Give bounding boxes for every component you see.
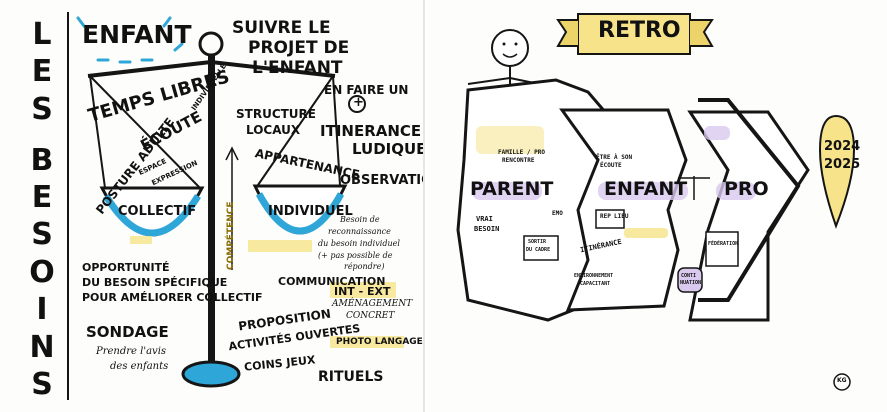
vertical-title-letter: B (30, 142, 54, 178)
vertical-title-letter: N (29, 329, 55, 365)
etre-line1: ÊTRE À SON (596, 154, 633, 161)
structure: STRUCTURE (236, 107, 316, 121)
retro-drawing (456, 13, 856, 391)
communication: COMMUNICATION (278, 275, 386, 288)
vertical-title-letter: S (31, 217, 53, 253)
note-line3: du besoin individuel (318, 239, 400, 248)
capacitant: CAPACITANT (580, 281, 611, 287)
signature: KG (837, 377, 847, 384)
photo-langage: PHOTO LANGAGE (336, 337, 423, 347)
suivre-line1: SUIVRE LE (232, 18, 331, 38)
note-line5: répondre) (344, 262, 385, 271)
enfant-label: ENFANT (604, 178, 688, 200)
vertical-title-letter (41, 132, 43, 138)
note-line1: Besoin de (340, 215, 380, 224)
parent-label: PARENT (470, 178, 554, 200)
scale-pole (208, 55, 215, 370)
retro-title: RETRO (598, 18, 681, 43)
prendre-line2: des enfants (110, 361, 169, 372)
year-start: 2024 (824, 139, 861, 154)
vertical-title-letter: O (29, 254, 55, 290)
vertical-title-letter: E (31, 179, 53, 215)
nuation: NUATION (680, 280, 702, 286)
note-line4: (+ pas possible de (318, 251, 393, 260)
concret: CONCRET (346, 311, 395, 321)
rituels: RITUELS (318, 369, 384, 385)
prendre-line1: Prendre l'avis (96, 346, 167, 357)
signature-sun (833, 373, 851, 391)
famille-line2: RENCONTRE (502, 157, 535, 164)
vertical-title-letter: S (31, 91, 53, 127)
pan-collectif: COLLECTIF (118, 204, 197, 219)
suivre-line2: PROJET DE (248, 38, 350, 58)
competence: COMPÉTENCE (226, 201, 236, 270)
vertical-title-letter: E (31, 54, 53, 90)
amenagement: AMÉNAGEMENT (332, 299, 413, 309)
pro-section (687, 110, 810, 322)
year-end: 2025 (824, 157, 861, 172)
itinerance: ITINERANCE (320, 122, 422, 140)
int-ext: INT - EXT (334, 285, 391, 298)
vertical-title-letter: L (32, 17, 52, 52)
enfant-title: ENFANT (82, 20, 192, 49)
en-faire-un: EN FAIRE UN (324, 83, 409, 97)
environnement: ENVIRONNEMENT (574, 273, 614, 279)
year-pin (818, 114, 856, 229)
ludique: LUDIQUE (352, 140, 425, 158)
pan-individuel: INDIVIDUEL (268, 204, 353, 219)
opportunite-line1: OPPORTUNITÉ (82, 261, 170, 274)
sortir-line2: DU CADRE (526, 247, 551, 253)
federation: FÉDÉRATION (708, 241, 739, 247)
character-head (491, 29, 529, 67)
vertical-title-letter: S (31, 366, 53, 402)
scale-beam (87, 59, 336, 78)
note-line2: reconnaissance (328, 227, 391, 236)
conti: CONTI (681, 273, 697, 279)
scale-drawing (67, 12, 404, 400)
observation: OBSERVATION (340, 173, 423, 188)
vrai: VRAI (476, 215, 493, 223)
lieu: LIEU (614, 213, 629, 220)
locaux: LOCAUX (246, 123, 301, 137)
emo: EMO (552, 210, 563, 217)
pro-label: PRO (724, 178, 769, 200)
sondage: SONDAGE (86, 323, 169, 341)
opportunite-line3: POUR AMÉLIORER COLLECTIF (82, 291, 263, 304)
vertical-title-letter: I (36, 292, 48, 328)
suivre-line3: L'ENFANT (252, 58, 343, 78)
right-panel-retro: RETRO PARENT ENFANT PRO FAMILLE / PRO RE… (428, 0, 887, 412)
etre-line2: ÉCOUTE (600, 162, 622, 169)
scale-base (181, 360, 241, 388)
rep: REP (600, 213, 611, 220)
scale-top-ring (198, 31, 224, 57)
sortir-line1: SORTIR (528, 239, 547, 245)
opportunite-line2: DU BESOIN SPÉCIFIQUE (82, 276, 228, 289)
famille-line1: FAMILLE / PRO (498, 149, 545, 156)
besoin: BESOIN (474, 225, 500, 233)
plus-sign: + (353, 95, 364, 110)
